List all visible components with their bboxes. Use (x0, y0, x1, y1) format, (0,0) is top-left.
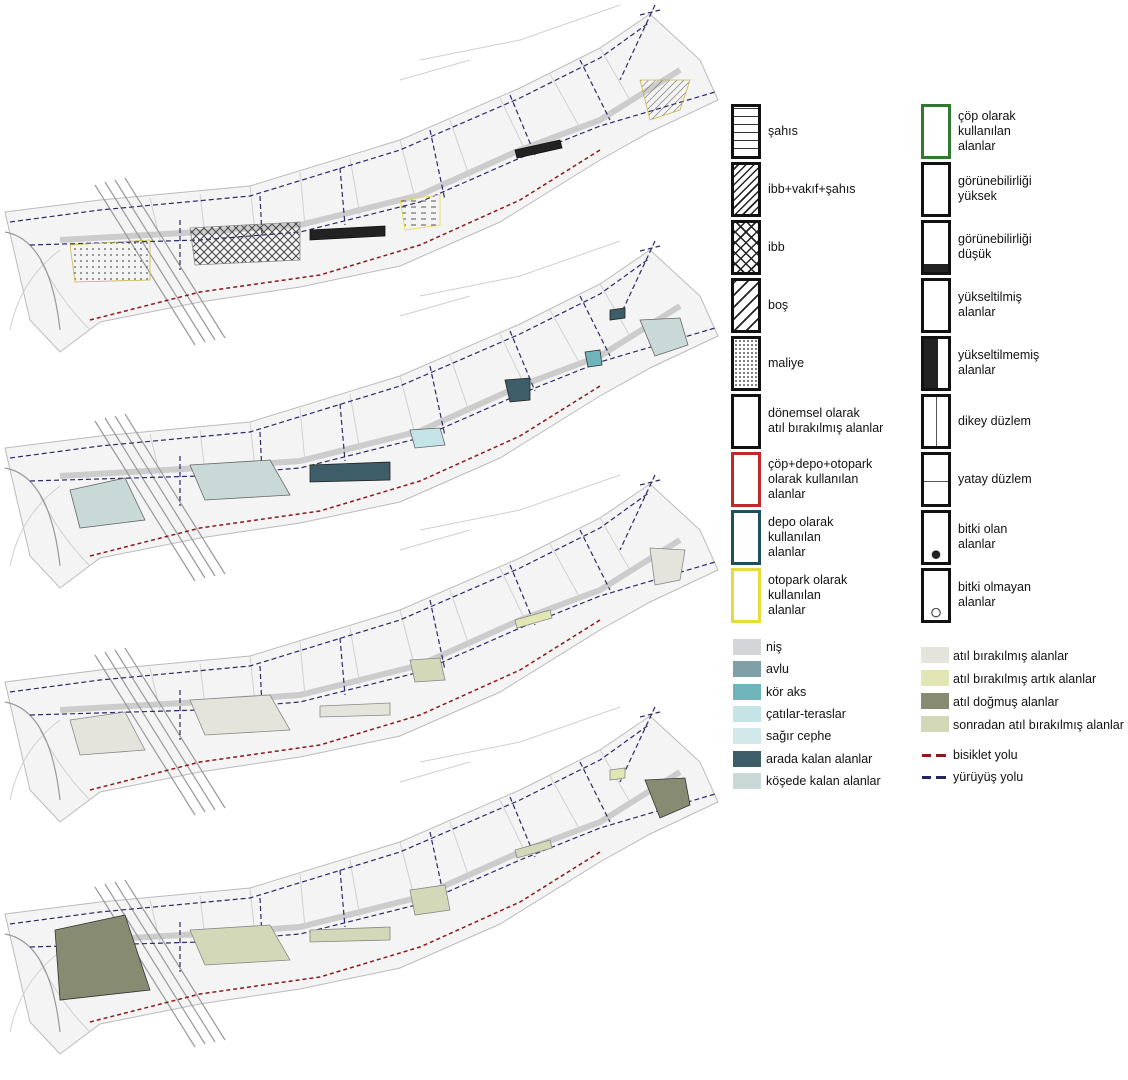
legend-label: maliye (768, 355, 805, 370)
legend-label: depo olarak kullanılan alanlar (768, 514, 834, 559)
color-legend-label: atıl doğmuş alanlar (953, 695, 1059, 709)
highlighted-area (69, 711, 146, 756)
color-legend-label: niş (766, 640, 782, 654)
color-swatch (921, 693, 949, 709)
color-legend-label: sağır cephe (766, 729, 832, 744)
usage-map (5, 241, 718, 588)
color-swatch (733, 705, 761, 722)
highlighted-area (514, 609, 553, 629)
legend-label: bitki olmayan alanlar (958, 580, 1031, 609)
highlighted-area (189, 459, 291, 501)
ownership-map (5, 5, 718, 352)
highlighted-area (584, 349, 603, 368)
highlighted-area (609, 307, 626, 321)
path-line-icon (922, 754, 946, 757)
legend-label: ibb+vakıf+şahıs (768, 181, 856, 196)
highlighted-area (639, 317, 689, 357)
site-maps (0, 0, 720, 1080)
highlighted-area (644, 777, 691, 819)
legend-swatch-horizontal-line (921, 452, 951, 507)
path-line-icon (922, 776, 946, 779)
legend-label: boş (768, 297, 789, 312)
highlighted-area (54, 914, 151, 1001)
highlighted-area (409, 657, 446, 683)
legend-swatch-left-fill (921, 336, 951, 391)
highlighted-area (409, 884, 451, 916)
legend-label: yükseltilmiş alanlar (958, 290, 1022, 319)
highlighted-area (514, 139, 563, 159)
highlighted-area (189, 924, 291, 966)
highlighted-area (309, 225, 386, 241)
color-swatch (733, 639, 761, 655)
legend-label: bitki olan alanlar (958, 522, 1008, 551)
legend-label: yatay düzlem (958, 471, 1032, 486)
path-legend-label: bisiklet yolu (953, 748, 1018, 762)
highlighted-area (189, 694, 291, 736)
legend-label: yükseltilmemiş alanlar (958, 348, 1040, 377)
legend-label: çöp+depo+otopark olarak kullanılan alanl… (768, 456, 873, 501)
color-swatch (733, 750, 761, 767)
legend-swatch-none (731, 568, 761, 623)
legend-swatch-none (731, 394, 761, 449)
legend-swatch-none (731, 510, 761, 565)
legend-swatch-dots (731, 336, 761, 391)
legend-swatch-none (731, 452, 761, 507)
color-legend-label: avlu (766, 662, 789, 677)
legend-swatch-diagonal (731, 278, 761, 333)
highlighted-area (639, 79, 691, 121)
color-swatch (733, 661, 761, 678)
legend-swatch-none (921, 104, 951, 159)
highlighted-area (609, 767, 626, 781)
highlighted-area (309, 461, 391, 483)
highlighted-area (309, 926, 391, 943)
color-swatch (733, 728, 761, 745)
color-legend-label: arada kalan alanlar (766, 751, 873, 766)
legend-label: dönemsel olarak atıl bırakılmış alanlar (768, 406, 884, 435)
legend-swatch-filled-dot (921, 510, 951, 565)
legend-label: ibb (768, 239, 785, 254)
legend-label: çöp olarak kullanılan alanlar (958, 108, 1016, 153)
idle-areas-map (5, 475, 718, 822)
color-swatch (733, 772, 761, 789)
legend-swatch-dense-diagonal (731, 162, 761, 217)
highlighted-area (514, 839, 553, 859)
color-legend-label: atıl bırakılmış alanlar (953, 649, 1069, 663)
legend-label: görünebilirliği yüksek (958, 174, 1032, 203)
color-swatch (921, 670, 949, 686)
highlighted-area (69, 477, 146, 529)
highlighted-area (319, 702, 391, 718)
legend-swatch-empty-dot (921, 568, 951, 623)
legend-swatch-bottom-bar (921, 220, 951, 275)
legend-label: otopark olarak kullanılan alanlar (768, 572, 848, 617)
color-swatch (733, 683, 761, 700)
legend-label: görünebilirliği düşük (958, 232, 1032, 261)
color-legend-label: sonradan atıl bırakılmış alanlar (953, 718, 1124, 732)
legend-label: dikey düzlem (958, 413, 1031, 428)
color-swatch (921, 647, 949, 663)
legend-swatch-vertical-line (921, 394, 951, 449)
highlighted-area (649, 547, 686, 586)
legend-swatch-none (921, 278, 951, 333)
color-legend-label: çatılar-teraslar (766, 706, 846, 721)
highlighted-area (189, 221, 301, 266)
highlighted-area (504, 377, 531, 403)
color-legend-label: köşede kalan alanlar (766, 773, 881, 788)
legend-swatch-crosshatch (731, 220, 761, 275)
color-legend-label: kör aks (766, 684, 807, 699)
highlighted-area (399, 194, 441, 231)
color-legend-label: atıl bırakılmış artık alanlar (953, 672, 1097, 686)
idle-origin-map (5, 707, 718, 1054)
highlighted-area (69, 239, 151, 283)
legend-swatch-none (921, 162, 951, 217)
highlighted-area (409, 427, 446, 449)
legend-label: şahıs (768, 123, 798, 138)
color-swatch (921, 716, 949, 732)
path-legend-label: yürüyüş yolu (953, 770, 1024, 784)
legend-swatch-dashes (731, 104, 761, 159)
